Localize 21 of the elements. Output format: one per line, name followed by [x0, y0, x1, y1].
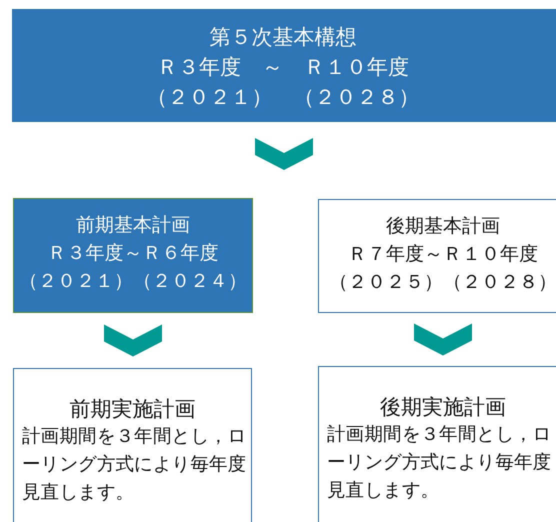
box-description: 計画期間を３年間とし，ローリング方式により毎年度見直します。 — [21, 425, 248, 505]
plan-box — [13, 198, 253, 313]
period-text: Ｒ３年度 ～ Ｒ１０年度 — [156, 54, 410, 81]
plan-box — [318, 199, 556, 313]
period-text: Ｒ３年度～Ｒ６年度 — [46, 241, 220, 266]
chevron-arrow — [255, 138, 313, 170]
box-title: 後期実施計画 — [379, 394, 507, 421]
box-title: 第５次基本構想 — [208, 24, 358, 51]
period-text: （２０２１）（２０２４） — [18, 269, 248, 294]
concept-box — [12, 9, 556, 122]
implementation-box — [13, 368, 252, 522]
period-text: （２０２１） （２０２８） — [146, 84, 420, 111]
chevron-arrow — [414, 324, 472, 356]
period-text: （２０２５）（２０２８） — [328, 270, 556, 295]
period-text: Ｒ７年度～Ｒ１０年度 — [347, 242, 539, 267]
box-title: 前期実施計画 — [68, 396, 196, 423]
box-description: 計画期間を３年間とし，ローリング方式により毎年度見直します。 — [326, 423, 552, 503]
implementation-box — [318, 366, 556, 522]
box-title: 後期基本計画 — [385, 214, 501, 239]
chevron-arrow — [104, 324, 162, 356]
box-title: 前期基本計画 — [75, 213, 191, 238]
